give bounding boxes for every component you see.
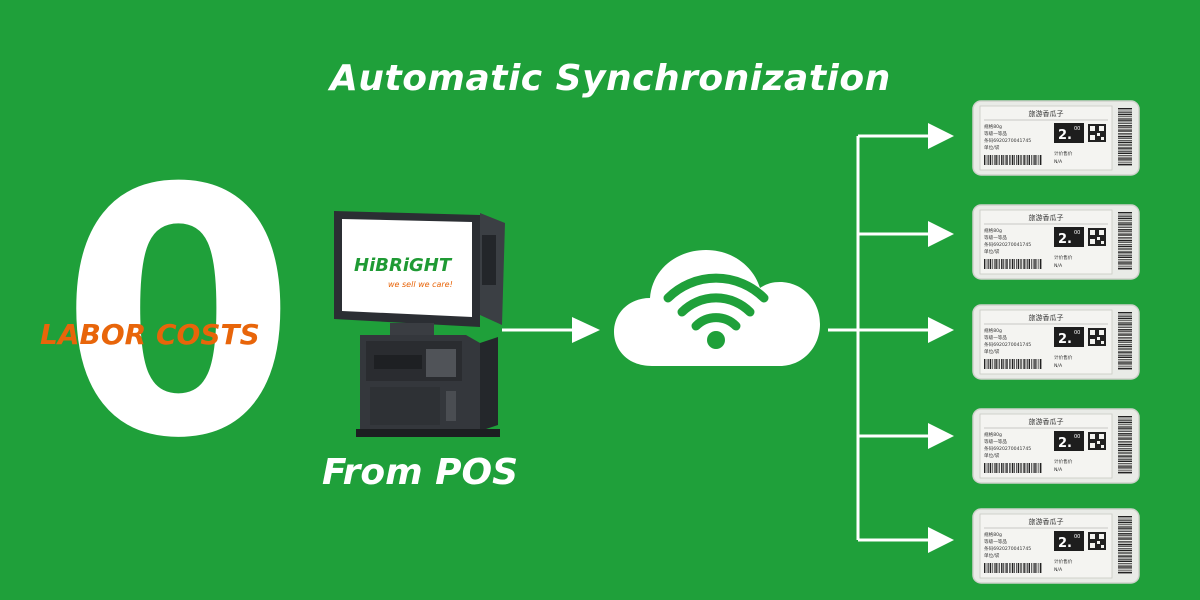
esl-price-cents: 00: [1074, 126, 1080, 132]
distribution-arrows: [828, 123, 954, 553]
esl-unit-price-value: N/A: [1054, 467, 1063, 473]
esl-tag: 旅游香瓜子 规格80g 等级一等品 条码6920270041745 单位/袋 2…: [972, 304, 1140, 380]
pos-terminal: HiBRiGHT we sell we care!: [334, 211, 505, 437]
zero-figure: 0: [60, 117, 297, 513]
pos-port: [446, 391, 456, 421]
qr-code-icon: [1088, 328, 1106, 346]
esl-unit-price-label: 计价售价: [1054, 254, 1073, 261]
qr-code-icon: [1088, 228, 1106, 246]
esl-unit-price-value: N/A: [1054, 263, 1063, 269]
esl-price-box: [1054, 327, 1084, 347]
esl-price-cents: 00: [1074, 534, 1080, 540]
esl-price-box: [1054, 123, 1084, 143]
esl-detail-line: 规格80g: [984, 327, 1002, 334]
esl-tag: 旅游香瓜子 规格80g 等级一等品 条码6920270041745 单位/袋 2…: [972, 408, 1140, 484]
esl-product-name: 旅游香瓜子: [1029, 517, 1064, 526]
pos-base-side: [480, 337, 498, 431]
arrow-right-icon: [502, 317, 600, 343]
esl-unit-price-label: 计价售价: [1054, 558, 1073, 565]
pos-foot: [356, 429, 500, 437]
barcode-icon: [1118, 108, 1132, 166]
esl-unit-price-label: 计价售价: [1054, 354, 1073, 361]
esl-price: 2.: [1058, 232, 1072, 247]
esl-detail-line: 等级一等品: [984, 234, 1007, 241]
arrow-right-icon: [858, 123, 954, 149]
pos-brand-logo: HiBRiGHT: [354, 255, 453, 276]
esl-detail-line: 单位/袋: [984, 348, 1000, 355]
arrow-right-icon: [858, 423, 954, 449]
from-pos-caption: From POS: [322, 452, 519, 493]
pos-card-reader: [426, 349, 456, 377]
pos-neck: [390, 323, 434, 337]
qr-code-icon: [1088, 124, 1106, 142]
esl-detail-line: 单位/袋: [984, 452, 1000, 459]
esl-price: 2.: [1058, 332, 1072, 347]
esl-product-name: 旅游香瓜子: [1029, 109, 1064, 118]
labor-costs-caption: LABOR COSTS: [40, 318, 260, 351]
esl-tag: 旅游香瓜子 规格80g 等级一等品 条码6920270041745 单位/袋 2…: [972, 204, 1140, 280]
esl-price-cents: 00: [1074, 330, 1080, 336]
pos-drawer: [370, 387, 440, 425]
page-title: Automatic Synchronization: [330, 58, 891, 99]
esl-detail-line: 等级一等品: [984, 538, 1007, 545]
esl-price-box: [1054, 531, 1084, 551]
esl-detail-line: 单位/袋: [984, 248, 1000, 255]
pos-side-detail: [482, 235, 496, 285]
barcode-icon: [1118, 312, 1132, 370]
esl-unit-price-label: 计价售价: [1054, 458, 1073, 465]
pos-slogan: we sell we care!: [388, 280, 453, 289]
esl-detail-line: 规格80g: [984, 531, 1002, 538]
esl-unit-price-value: N/A: [1054, 159, 1063, 165]
esl-detail-line: 条码6920270041745: [984, 341, 1031, 348]
esl-detail-line: 规格80g: [984, 227, 1002, 234]
esl-detail-line: 单位/袋: [984, 552, 1000, 559]
esl-unit-price-value: N/A: [1054, 567, 1063, 573]
esl-detail-line: 等级一等品: [984, 130, 1007, 137]
barcode-icon: [984, 359, 1042, 369]
esl-price-box: [1054, 227, 1084, 247]
esl-unit-price-label: 计价售价: [1054, 150, 1073, 157]
barcode-icon: [1118, 212, 1132, 270]
esl-product-name: 旅游香瓜子: [1029, 417, 1064, 426]
esl-price-cents: 00: [1074, 230, 1080, 236]
esl-price: 2.: [1058, 128, 1072, 143]
esl-detail-line: 等级一等品: [984, 334, 1007, 341]
esl-detail-line: 单位/袋: [984, 144, 1000, 151]
esl-product-name: 旅游香瓜子: [1029, 313, 1064, 322]
barcode-icon: [1118, 516, 1132, 574]
esl-price: 2.: [1058, 436, 1072, 451]
esl-detail-line: 规格80g: [984, 431, 1002, 438]
esl-product-name: 旅游香瓜子: [1029, 213, 1064, 222]
barcode-icon: [1118, 416, 1132, 474]
esl-tag: 旅游香瓜子 规格80g 等级一等品 条码6920270041745 单位/袋 2…: [972, 100, 1140, 176]
arrow-right-icon: [858, 317, 954, 343]
pos-printer-slot: [374, 355, 422, 369]
barcode-icon: [984, 563, 1042, 573]
esl-price-cents: 00: [1074, 434, 1080, 440]
esl-detail-line: 条码6920270041745: [984, 137, 1031, 144]
esl-unit-price-value: N/A: [1054, 363, 1063, 369]
esl-detail-line: 条码6920270041745: [984, 241, 1031, 248]
qr-code-icon: [1088, 432, 1106, 450]
esl-detail-line: 条码6920270041745: [984, 445, 1031, 452]
pos-screen: [342, 219, 472, 317]
barcode-icon: [984, 155, 1042, 165]
esl-detail-line: 等级一等品: [984, 438, 1007, 445]
esl-tag-list: 旅游香瓜子 规格80g 等级一等品 条码6920270041745 单位/袋 2…: [972, 100, 1140, 584]
arrow-right-icon: [858, 527, 954, 553]
qr-code-icon: [1088, 532, 1106, 550]
barcode-icon: [984, 463, 1042, 473]
barcode-icon: [984, 259, 1042, 269]
esl-tag: 旅游香瓜子 规格80g 等级一等品 条码6920270041745 单位/袋 2…: [972, 508, 1140, 584]
cloud-wifi-icon: [614, 250, 820, 366]
arrow-right-icon: [858, 221, 954, 247]
esl-detail-line: 规格80g: [984, 123, 1002, 130]
esl-detail-line: 条码6920270041745: [984, 545, 1031, 552]
esl-price-box: [1054, 431, 1084, 451]
esl-price: 2.: [1058, 536, 1072, 551]
